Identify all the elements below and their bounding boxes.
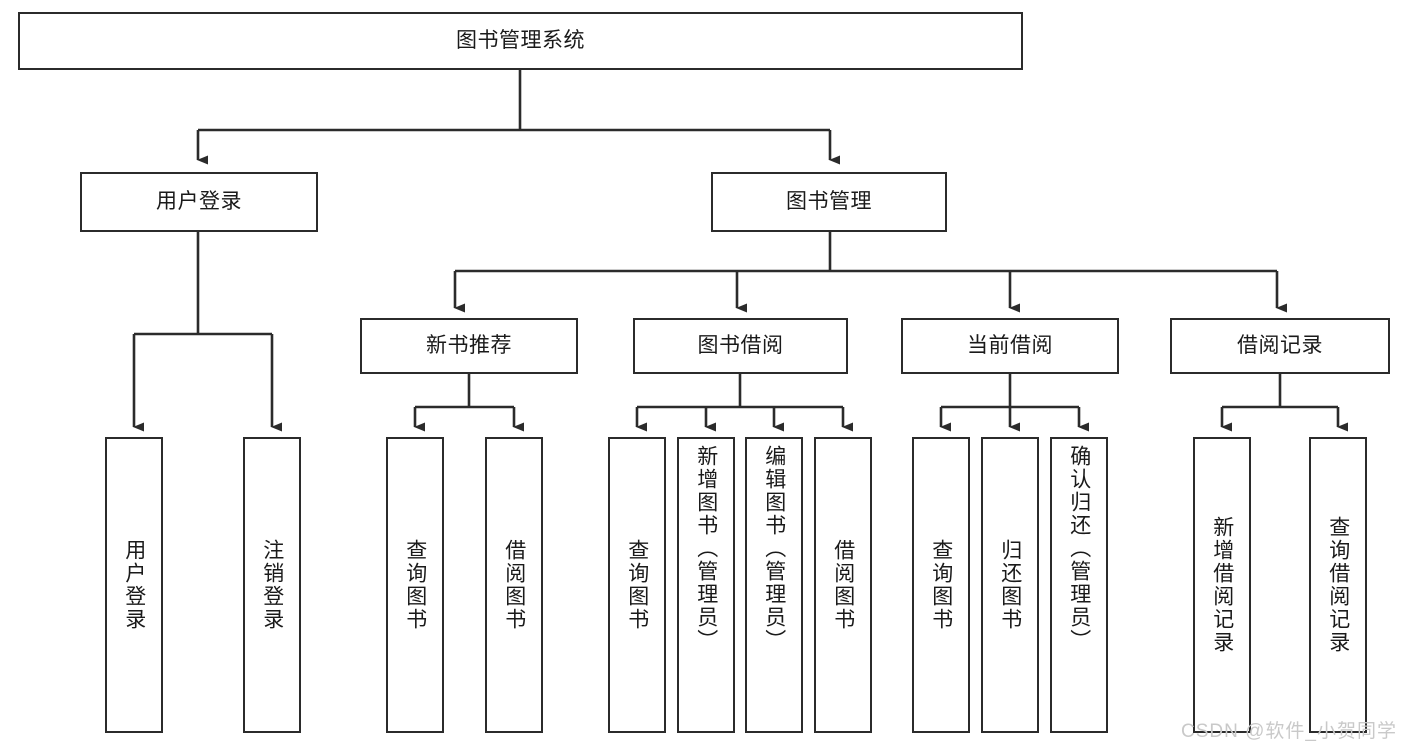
node-root-library-system[interactable]: 图书管理系统 <box>18 12 1023 70</box>
watermark: CSDN @软件_小贺同学 <box>1181 721 1397 742</box>
node-label: 借阅记录 <box>1237 333 1323 357</box>
node-label: 归还图书 <box>998 539 1022 631</box>
leaf-confirm-return-admin[interactable]: 确认归还（管理员） <box>1050 437 1108 733</box>
leaf-logout[interactable]: 注销登录 <box>243 437 301 733</box>
node-label: 当前借阅 <box>967 333 1053 357</box>
node-user-login[interactable]: 用户登录 <box>80 172 318 232</box>
leaf-borrow-book-new[interactable]: 借阅图书 <box>485 437 543 733</box>
node-label: 用户登录 <box>122 539 146 631</box>
node-label: 借阅图书 <box>502 539 526 631</box>
node-label: 图书借阅 <box>697 333 784 357</box>
leaf-borrow-book[interactable]: 借阅图书 <box>814 437 872 733</box>
leaf-return-book[interactable]: 归还图书 <box>981 437 1039 733</box>
node-current-borrow[interactable]: 当前借阅 <box>901 318 1119 374</box>
node-label: 图书管理系统 <box>456 28 585 52</box>
leaf-query-book-borrow[interactable]: 查询图书 <box>608 437 666 733</box>
leaf-query-book-new[interactable]: 查询图书 <box>386 437 444 733</box>
leaf-query-borrow-record[interactable]: 查询借阅记录 <box>1309 437 1367 733</box>
node-label: 借阅图书 <box>831 539 855 631</box>
node-label: 注销登录 <box>260 539 284 631</box>
node-label: 确认归还（管理员） <box>1067 445 1091 652</box>
node-label: 编辑图书（管理员） <box>762 445 786 652</box>
node-label: 查询图书 <box>403 539 427 631</box>
leaf-add-borrow-record[interactable]: 新增借阅记录 <box>1193 437 1251 733</box>
node-new-book-recommend[interactable]: 新书推荐 <box>360 318 578 374</box>
leaf-edit-book-admin[interactable]: 编辑图书（管理员） <box>745 437 803 733</box>
node-book-management[interactable]: 图书管理 <box>711 172 947 232</box>
node-label: 新增借阅记录 <box>1210 516 1234 654</box>
node-label: 新书推荐 <box>426 333 512 357</box>
node-label: 用户登录 <box>156 189 242 213</box>
node-book-borrow[interactable]: 图书借阅 <box>633 318 848 374</box>
node-borrow-record[interactable]: 借阅记录 <box>1170 318 1390 374</box>
node-label: 新增图书（管理员） <box>694 445 718 652</box>
leaf-user-login[interactable]: 用户登录 <box>105 437 163 733</box>
node-label: 图书管理 <box>786 189 872 213</box>
leaf-add-book-admin[interactable]: 新增图书（管理员） <box>677 437 735 733</box>
node-label: 查询图书 <box>929 539 953 631</box>
node-label: 查询图书 <box>625 539 649 631</box>
leaf-query-book-current[interactable]: 查询图书 <box>912 437 970 733</box>
node-label: 查询借阅记录 <box>1326 516 1350 654</box>
